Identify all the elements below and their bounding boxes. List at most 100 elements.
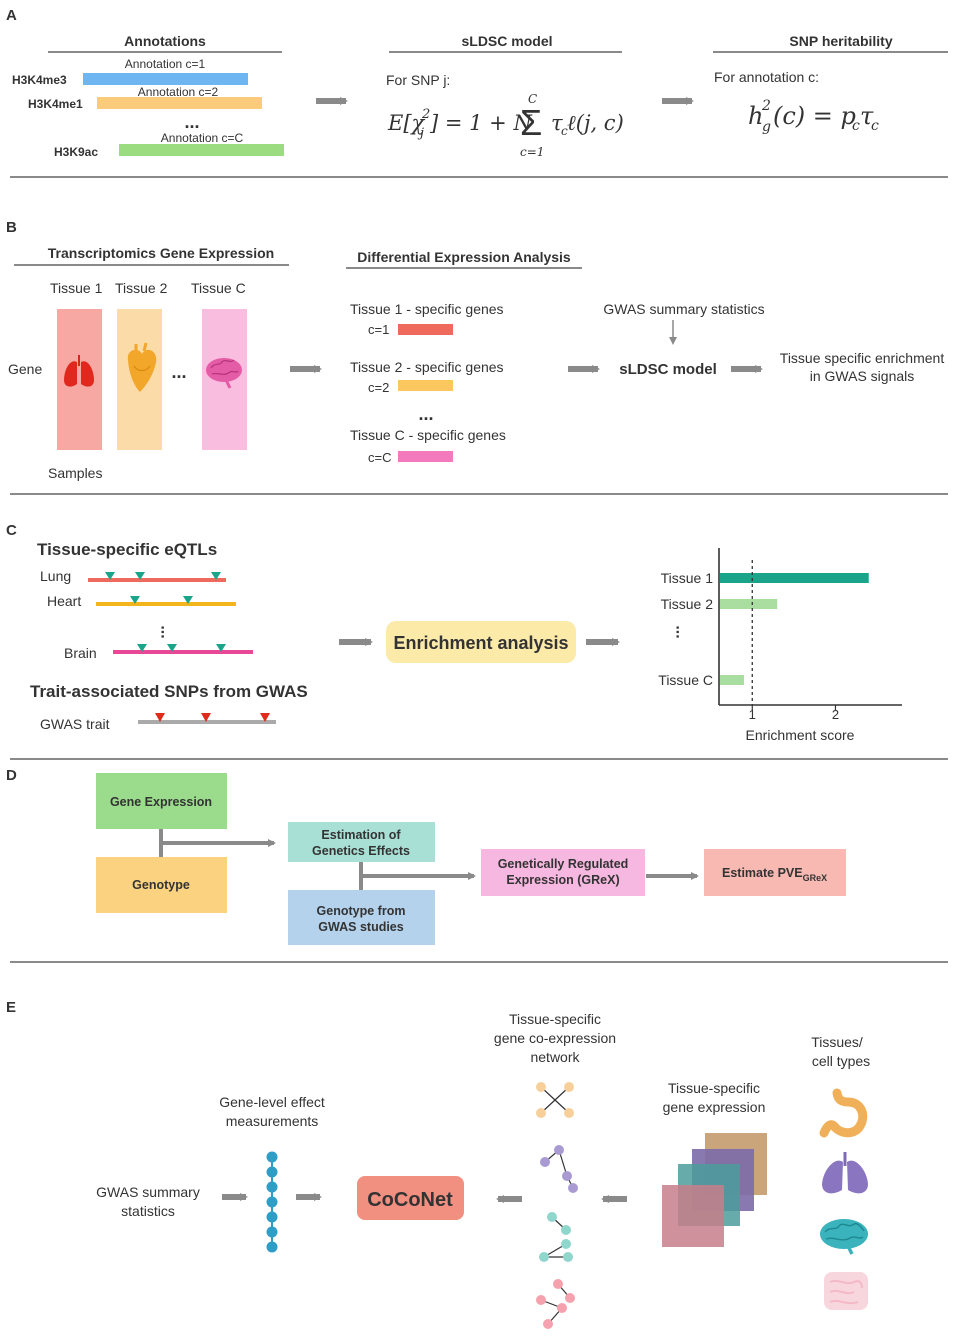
annotation-bar-1 — [83, 73, 248, 85]
eq-tau-sub: c — [561, 124, 568, 138]
network-line-2: gene co-expression — [494, 1030, 616, 1046]
enrichment-bar-2 — [720, 599, 778, 609]
gwas-summary-label: GWAS summary statistics — [603, 301, 764, 317]
expr-line-2: gene expression — [663, 1099, 766, 1115]
lung-track-label: Lung — [40, 568, 71, 584]
tissues-line-2: cell types — [812, 1053, 870, 1069]
gene-expression-label: Gene Expression — [110, 795, 212, 809]
dea-title: Differential Expression Analysis — [357, 249, 571, 265]
tissue2-specific-label: Tissue 2 - specific genes — [350, 359, 504, 375]
tissuec-gene-bar — [398, 451, 453, 462]
tissues-line-1: Tissues/ — [811, 1034, 863, 1050]
network-graph-3 — [539, 1212, 573, 1262]
panel-a-letter: A — [6, 7, 17, 24]
herit-mid: (c) = p — [773, 102, 856, 130]
grex-line-1: Genetically Regulated — [498, 857, 629, 871]
heart-track — [96, 602, 236, 606]
genotype-gwas-line-1: Genotype from — [317, 904, 406, 918]
coconet-label: CoCoNet — [367, 1189, 453, 1211]
heart-icon — [127, 342, 157, 392]
genotype-box — [96, 857, 227, 913]
annotations-title: Annotations — [124, 33, 206, 49]
lung-icon — [64, 355, 94, 387]
enrichment-analysis-label: Enrichment analysis — [393, 633, 568, 653]
panel-d: D Gene Expression Genotype Estimation of… — [6, 767, 948, 963]
enrichment-category-label-2: Tissue 2 — [661, 596, 714, 612]
panel-a: A Annotations Annotation c=1 H3K4me3 Ann… — [6, 7, 948, 178]
eq-sum-bottom: c=1 — [520, 145, 544, 159]
chart-category-ellipsis: ... — [673, 625, 690, 638]
panel-c-letter: C — [6, 522, 17, 539]
result-line-1: Tissue specific enrichment — [780, 350, 945, 366]
heart-track-label: Heart — [47, 593, 81, 609]
sldsc-model-title: sLDSC model — [461, 33, 552, 49]
enrichment-analysis-box — [386, 621, 576, 663]
panel-e: E GWAS summary statistics Gene-level eff… — [6, 999, 870, 1329]
tissue-label-1: Tissue 1 — [50, 280, 103, 296]
herit-sup: 2 — [761, 98, 771, 114]
brain-icon-e — [820, 1219, 868, 1255]
gwas-snp-markers — [155, 713, 270, 722]
tissue2-gene-bar — [398, 380, 453, 391]
stomach-icon — [819, 1088, 868, 1138]
pve-subscript: GReX — [803, 873, 828, 883]
brain-track-label: Brain — [64, 645, 97, 661]
eq-tau: τ — [551, 111, 563, 135]
genotype-gwas-line-2: GWAS studies — [318, 920, 403, 934]
eq-sub-j: j — [417, 126, 424, 141]
annotation-label-c: Annotation c=C — [161, 131, 244, 145]
eq-sum-top: C — [528, 92, 537, 106]
expression-matrix-stack — [662, 1133, 767, 1247]
track-vertical-ellipsis: ... — [158, 625, 175, 638]
chart-x-label: Enrichment score — [746, 727, 855, 743]
cc-label: c=C — [368, 450, 391, 465]
intestine-icon — [824, 1272, 868, 1310]
gene-level-line-1: Gene-level effect — [219, 1094, 325, 1110]
gene-expression-box — [96, 773, 227, 829]
network-graph-2 — [540, 1145, 578, 1193]
panel-b: B Transcriptomics Gene Expression Tissue… — [6, 219, 948, 495]
annotation-label-2: Annotation c=2 — [138, 85, 219, 99]
estimation-line-2: Genetics Effects — [312, 844, 410, 858]
grex-box — [481, 849, 645, 896]
genotype-gwas-box — [288, 890, 435, 945]
expr-line-1: Tissue-specific — [668, 1080, 760, 1096]
herit-tau: τ — [860, 102, 874, 130]
panel-b-letter: B — [6, 219, 17, 236]
grex-line-2: Expression (GReX) — [506, 873, 619, 887]
network-line-3: network — [530, 1049, 580, 1065]
tissue1-gene-bar — [398, 324, 453, 335]
pve-box — [704, 849, 846, 896]
estimation-box — [288, 822, 435, 862]
heart-eqtl-markers — [130, 596, 193, 604]
track-name-h3k4me3: H3K4me3 — [12, 73, 67, 87]
result-line-2: in GWAS signals — [810, 368, 915, 384]
enrichment-bar-1 — [720, 573, 869, 583]
heritability-for: For annotation c: — [714, 69, 819, 85]
lung-track — [88, 578, 226, 582]
network-graph-1 — [536, 1082, 574, 1118]
herit-h: h — [748, 102, 763, 130]
x-tick-label-1: 1 — [749, 707, 756, 722]
eq-sigma: Σ — [520, 102, 542, 143]
gene-label: Gene — [8, 361, 42, 377]
coconet-box[interactable] — [357, 1176, 464, 1220]
gwas-summary-line-2: statistics — [121, 1203, 175, 1219]
annotation-bar-c — [119, 144, 284, 156]
tissuec-specific-label: Tissue C - specific genes — [350, 427, 506, 443]
eq-lhs: E[χ — [387, 111, 426, 135]
network-line-1: Tissue-specific — [509, 1011, 601, 1027]
tissue-ellipsis: ... — [171, 362, 186, 382]
eq-ell: ℓ(j, c) — [567, 111, 624, 135]
track-name-h3k9ac: H3K9ac — [54, 145, 98, 159]
enrichment-category-label-1: Tissue 1 — [661, 570, 714, 586]
x-tick-label-2: 2 — [832, 707, 839, 722]
network-graph-4 — [536, 1279, 575, 1329]
lungs-icon — [822, 1152, 868, 1194]
samples-label: Samples — [48, 465, 102, 481]
panel-c: C Tissue-specific eQTLs Lung Heart ... B… — [6, 522, 948, 760]
pve-text: Estimate PVE — [722, 866, 803, 880]
